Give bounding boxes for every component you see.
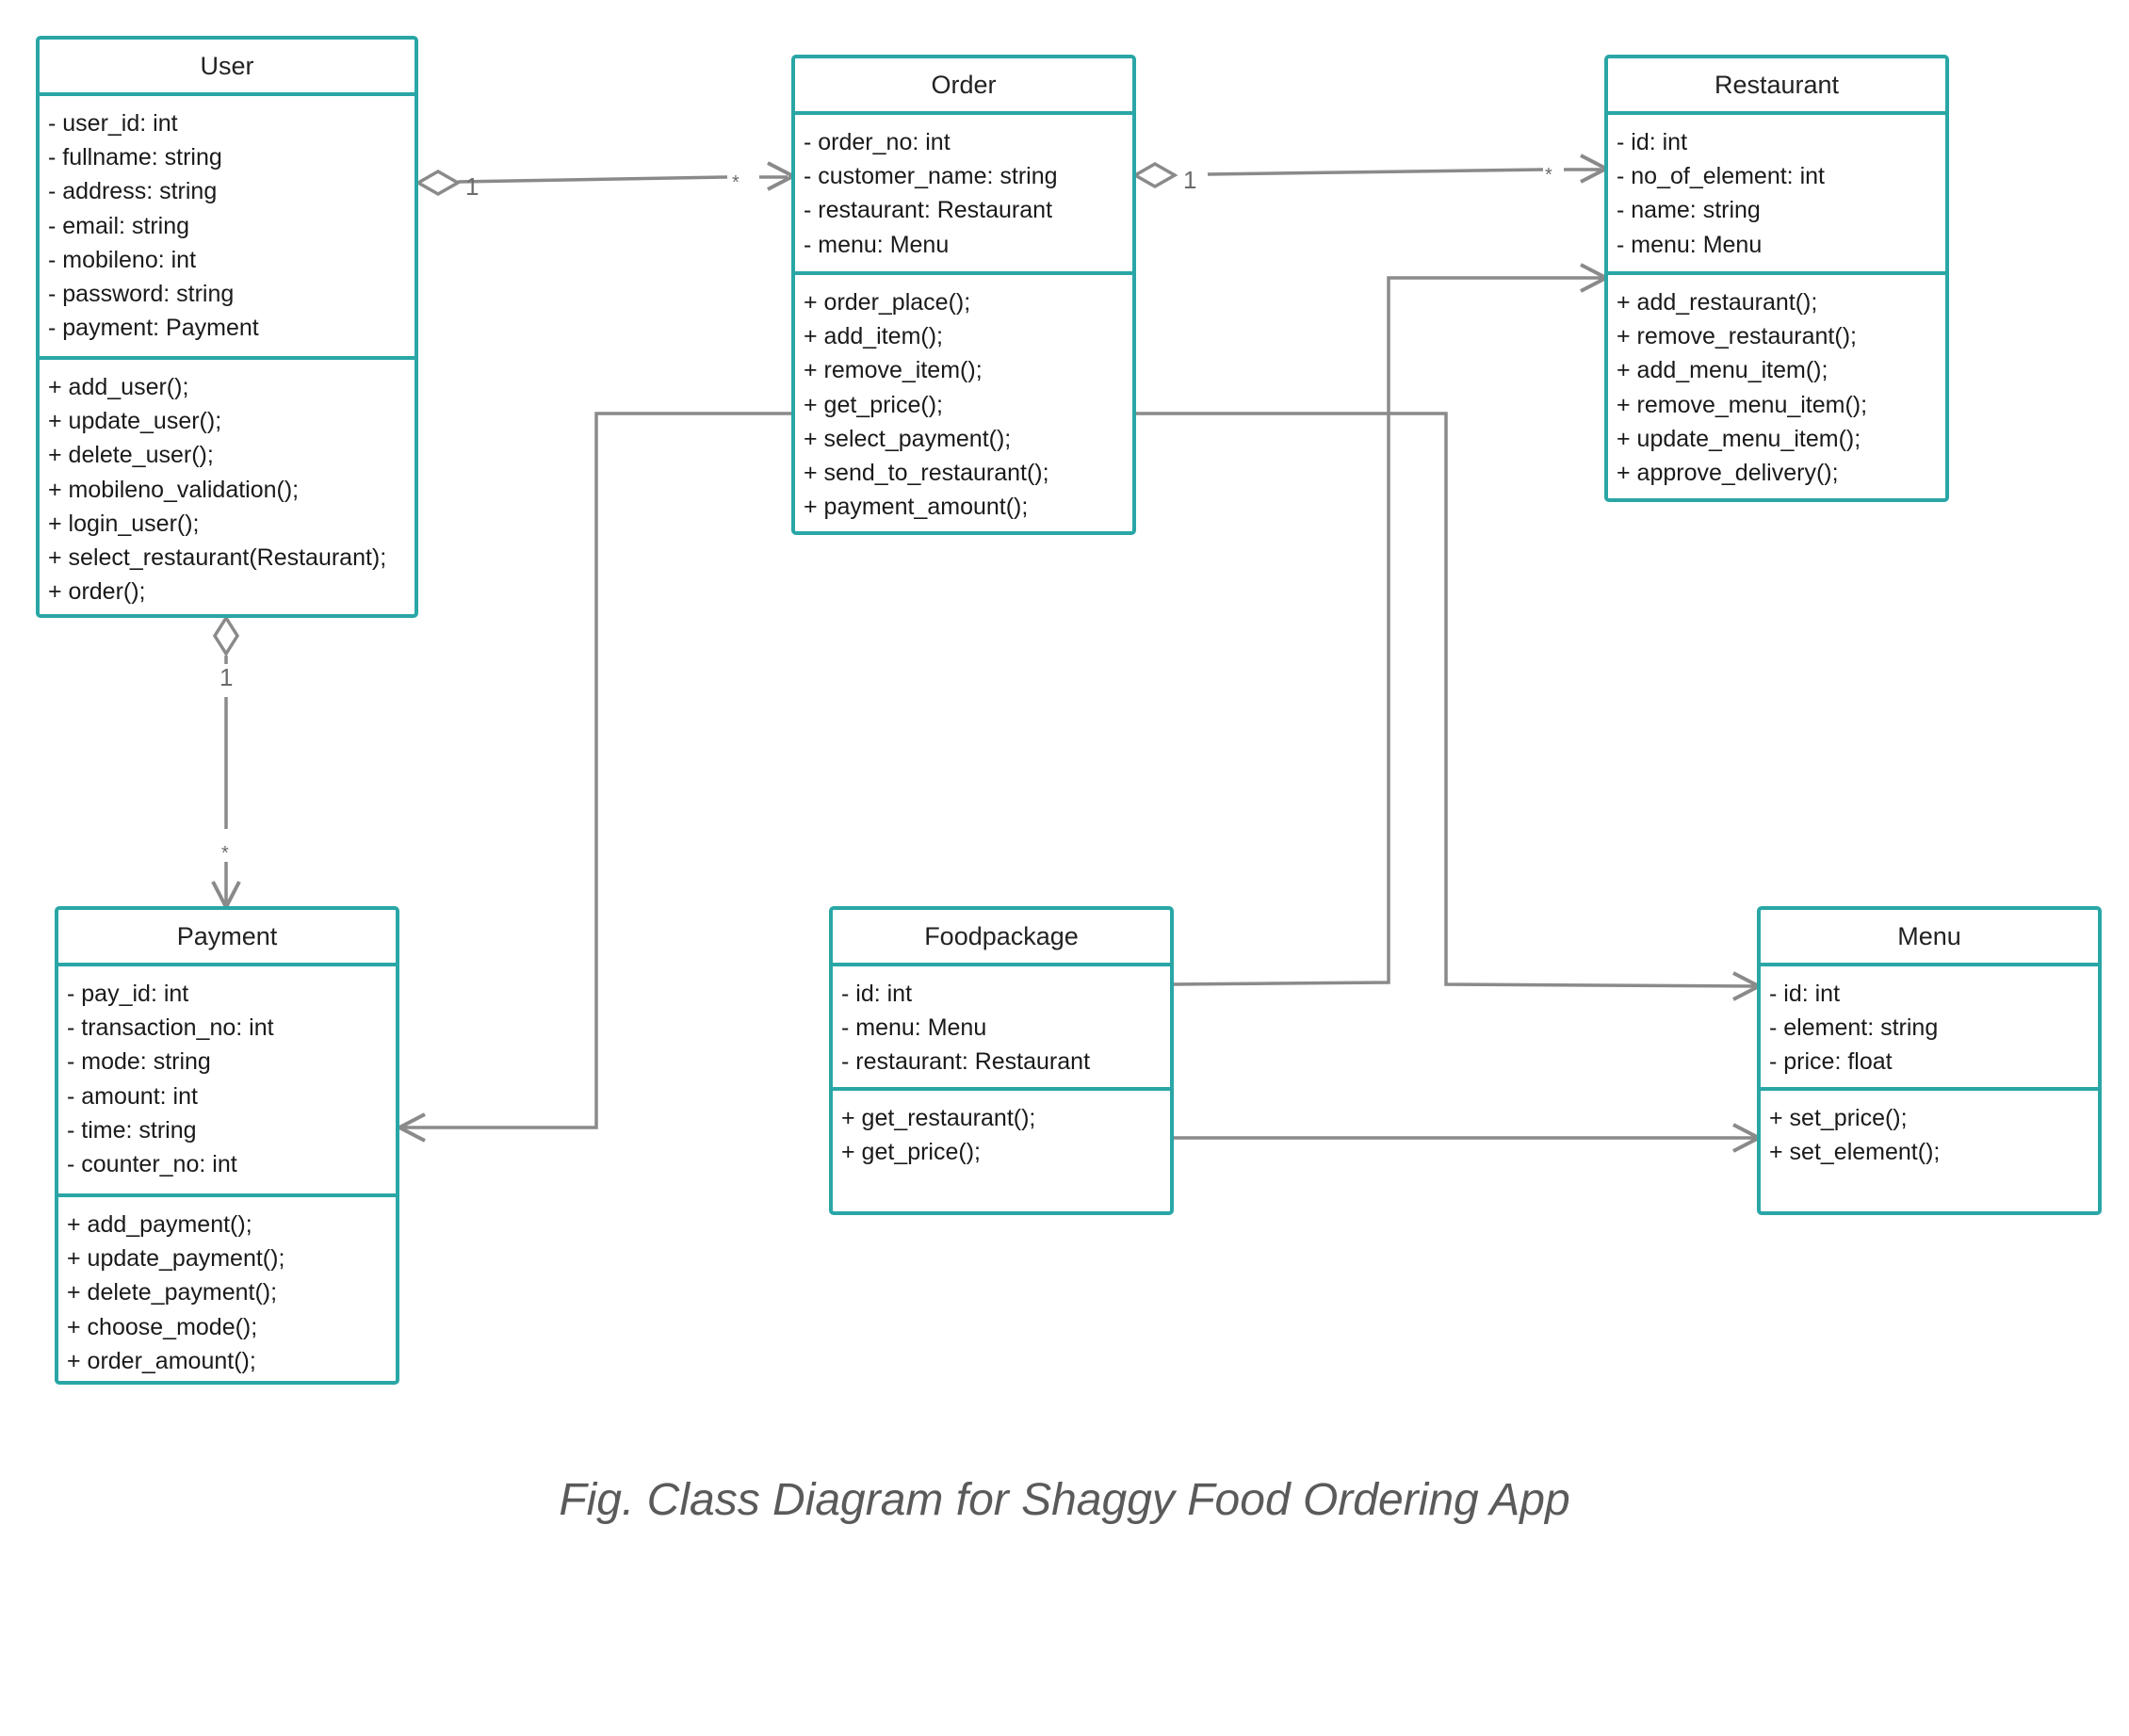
methods-foodpackage: + get_restaurant(); + get_price(); [833,1091,1170,1211]
methods-restaurant: + add_restaurant(); + remove_restaurant()… [1608,275,1945,498]
method-row: + mobileno_validation(); [48,476,300,503]
attributes-payment: - pay_id: int - transaction_no: int - mode… [58,966,396,1197]
attributes-order: - order_no: int - customer_name: string - … [795,115,1132,275]
class-name-foodpackage: Foodpackage [833,910,1170,966]
attribute-row: - restaurant: Restaurant [804,197,1053,224]
class-order[interactable]: Order - order_no: int - customer_name: st… [791,55,1136,535]
class-name-restaurant: Restaurant [1608,58,1945,115]
method-row: + payment_amount(); [804,494,1029,521]
attributes-foodpackage: - id: int - menu: Menu - restaurant: Resta… [833,966,1170,1091]
method-row: + delete_payment(); [67,1279,278,1306]
edge-order-restaurant: 1 * [1131,154,1611,194]
mult-user-payment-target: * [221,843,229,864]
attribute-row: - password: string [48,281,235,308]
method-row: + order_place(); [804,289,971,316]
method-row: + login_user(); [48,510,200,537]
method-row: + add_payment(); [67,1211,252,1238]
method-row: + add_menu_item(); [1617,357,1828,384]
mult-order-restaurant-target: * [1545,165,1552,186]
methods-menu: + set_price(); + set_element(); [1761,1091,2098,1211]
mult-user-payment-source: 1 [219,663,233,691]
method-row: + choose_mode(); [67,1313,258,1340]
method-row: + set_price(); [1769,1105,1908,1131]
method-row: + update_payment(); [67,1245,285,1273]
mult-user-order-target: * [732,172,739,193]
methods-user: + add_user(); + update_user(); + delete_us… [40,360,414,614]
method-row: + get_price(); [804,391,943,418]
class-name-payment: Payment [58,910,396,966]
methods-order: + order_place(); + add_item(); + remove_it… [795,275,1132,531]
method-row: + add_user(); [48,374,189,400]
method-row: + get_restaurant(); [841,1105,1036,1131]
class-restaurant[interactable]: Restaurant - id: int - no_of_element: int… [1604,55,1949,502]
attribute-row: - name: string [1617,197,1761,224]
class-payment[interactable]: Payment - pay_id: int - transaction_no: i… [55,906,399,1385]
attribute-row: - id: int [841,981,913,1007]
class-name-order: Order [795,58,1132,115]
edge-user-order: 1 * [414,161,798,201]
class-name-menu: Menu [1761,910,2098,966]
edge-foodpackage-restaurant [1171,263,1611,986]
method-row: + add_item(); [804,323,943,350]
attribute-row: - user_id: int [48,110,178,137]
method-row: + remove_restaurant(); [1617,323,1857,350]
attribute-row: - id: int [1769,981,1841,1007]
attribute-row: - element: string [1769,1014,1939,1042]
attributes-user: - user_id: int - fullname: string - addres… [40,96,414,360]
attribute-row: - menu: Menu [841,1014,987,1042]
attribute-row: - mode: string [67,1048,211,1076]
attribute-row: - price: float [1769,1048,1893,1076]
method-row: + order(); [48,578,146,606]
class-menu[interactable]: Menu - id: int - element: string - price: … [1757,906,2102,1215]
attribute-row: - menu: Menu [804,231,950,258]
attribute-row: - transaction_no: int [67,1014,274,1042]
attribute-row: - customer_name: string [804,163,1058,190]
attribute-row: - id: int [1617,129,1688,155]
methods-payment: + add_payment(); + update_payment(); + del… [58,1197,396,1381]
attribute-row: - fullname: string [48,144,222,171]
attribute-row: - restaurant: Restaurant [841,1048,1091,1076]
class-foodpackage[interactable]: Foodpackage - id: int - menu: Menu - resta… [829,906,1174,1215]
attribute-row: - time: string [67,1116,197,1144]
method-row: + update_user(); [48,408,222,435]
method-row: + delete_user(); [48,442,214,469]
attribute-row: - menu: Menu [1617,231,1763,258]
attributes-restaurant: - id: int - no_of_element: int - name: str… [1608,115,1945,275]
attribute-row: - payment: Payment [48,315,259,342]
method-row: + approve_delivery(); [1617,460,1839,487]
attribute-row: - order_no: int [804,129,951,155]
attribute-row: - mobileno: int [48,246,197,273]
method-row: + select_restaurant(Restaurant); [48,544,387,572]
mult-order-restaurant-source: 1 [1183,166,1196,194]
method-row: + add_restaurant(); [1617,289,1818,316]
method-row: + send_to_restaurant(); [804,460,1049,487]
method-row: + order_amount(); [67,1347,256,1374]
attribute-row: - address: string [48,178,218,205]
mult-user-order-source: 1 [465,172,479,201]
attribute-row: - no_of_element: int [1617,163,1825,190]
attribute-row: - pay_id: int [67,981,189,1007]
method-row: + get_price(); [841,1139,981,1166]
method-row: + remove_item(); [804,357,983,384]
method-row: + set_element(); [1769,1139,1941,1166]
attributes-menu: - id: int - element: string - price: float [1761,966,2098,1091]
edge-foodpackage-menu [1172,1123,1763,1153]
figure-caption: Fig. Class Diagram for Shaggy Food Order… [559,1475,1570,1525]
edge-order-payment [395,412,793,1143]
attribute-row: - amount: int [67,1082,198,1110]
method-row: + remove_menu_item(); [1617,391,1868,418]
class-name-user: User [40,40,414,96]
method-row: + update_menu_item(); [1617,425,1861,452]
edge-user-payment: 1 * [211,614,241,912]
method-row: + select_payment(); [804,425,1012,452]
attribute-row: - email: string [48,212,190,239]
class-user[interactable]: User - user_id: int - fullname: string - a… [36,36,418,618]
attribute-row: - counter_no: int [67,1151,237,1178]
